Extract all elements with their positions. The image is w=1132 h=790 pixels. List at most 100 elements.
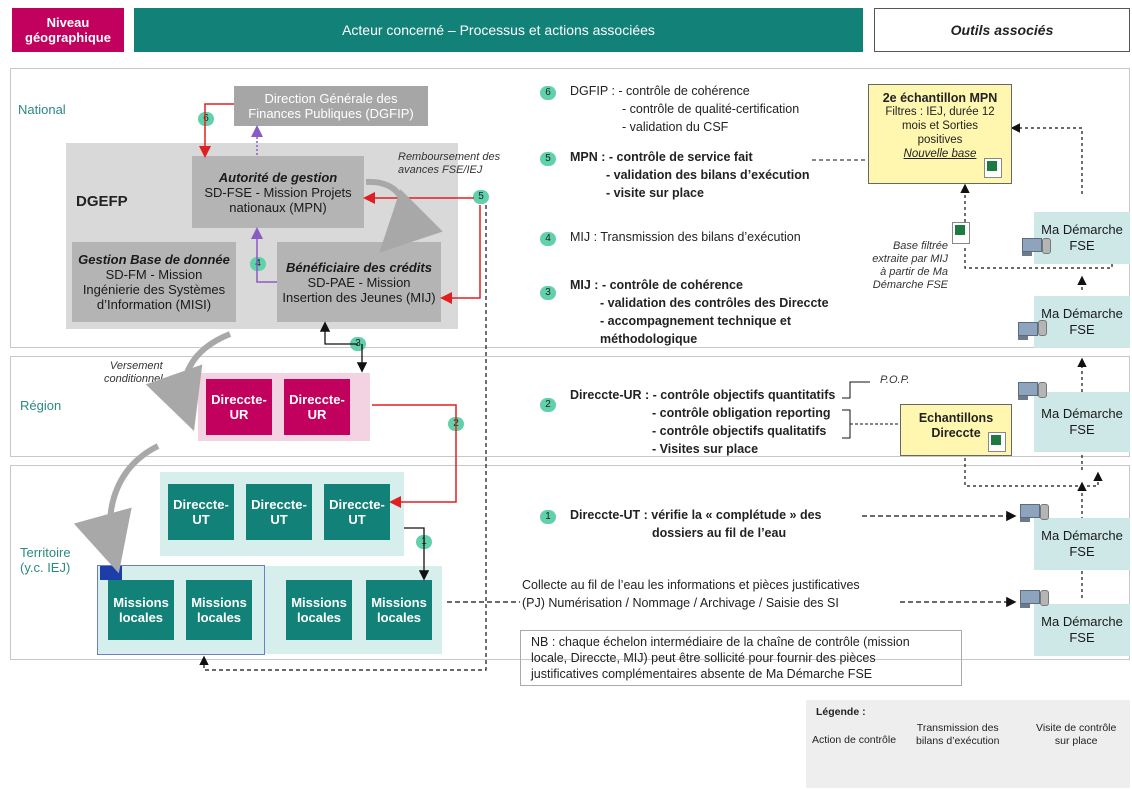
- level-region: Région: [20, 398, 62, 413]
- missions-1-label: Missions locales: [113, 595, 169, 625]
- mdf-5-label: Ma Démarche FSE: [1041, 614, 1123, 645]
- eu-flag-icon: [100, 566, 122, 580]
- step-2-line-1: Direccte-UR : - contrôle objectifs quant…: [570, 388, 836, 402]
- badge-6: 6: [540, 86, 556, 100]
- badge-2: 2: [540, 398, 556, 412]
- step-3: MIJ : - contrôle de cohérence - validati…: [570, 276, 829, 348]
- box-missions-2: Missions locales: [186, 580, 252, 640]
- computer-icon-2: [1018, 322, 1038, 340]
- gbd-sub: SD-FM - Mission Ingénierie des Systèmes …: [82, 267, 226, 312]
- step-5-line-3: - visite sur place: [606, 186, 704, 200]
- direccte-ur-2-label: Direccte- UR: [289, 392, 345, 422]
- legend-transmission: Transmission des bilans d’exécution: [916, 722, 1000, 747]
- step-2: Direccte-UR : - contrôle objectifs quant…: [570, 386, 835, 458]
- box-autorite-gestion: Autorité de gestion SD-FSE - Mission Pro…: [192, 156, 364, 228]
- step-3-line-2: - validation des contrôles des Direccte: [600, 296, 829, 310]
- level-national: National: [18, 102, 66, 117]
- step-5-line-2: - validation des bilans d’exécution: [606, 168, 810, 182]
- box-direccte-ut-3: Direccte- UT: [324, 484, 390, 540]
- badge-4-diagram: 4: [250, 257, 266, 271]
- box-dgfip: Direction Générale des Finances Publique…: [234, 86, 428, 126]
- benef-title: Bénéficiaire des crédits: [286, 259, 432, 275]
- step-6-line-2: - contrôle de qualité-certification: [622, 102, 800, 116]
- computer-icon-5: [1020, 590, 1040, 608]
- box-gestion-base: Gestion Base de donnée SD-FM - Mission I…: [72, 242, 236, 322]
- dgefp-label: DGEFP: [76, 193, 128, 210]
- step-3-line-1: MIJ : - contrôle de cohérence: [570, 278, 743, 292]
- level-territoire: Territoire (y.c. IEJ): [20, 545, 71, 575]
- annotation-base-filtree: Base filtrée extraite par MIJ à partir d…: [872, 240, 948, 291]
- box-missions-3: Missions locales: [286, 580, 352, 640]
- header-outils: Outils associés: [874, 8, 1130, 52]
- ma-demarche-fse-3[interactable]: Ma Démarche FSE: [1034, 392, 1130, 452]
- step-1-line-2: dossiers au fil de l’eau: [652, 526, 787, 540]
- badge-3-diagram: 3: [350, 337, 366, 351]
- box-dgfip-label: Direction Générale des Finances Publique…: [248, 91, 414, 121]
- direccte-ur-1-label: Direccte- UR: [211, 392, 267, 422]
- annotation-pop: P.O.P.: [880, 374, 910, 386]
- server-icon-2: [1038, 320, 1047, 336]
- echantillon-title: 2e échantillon MPN: [882, 91, 998, 105]
- mdf-3-label: Ma Démarche FSE: [1041, 406, 1123, 437]
- step-5: MPN : - contrôle de service fait - valid…: [570, 148, 810, 202]
- ma-demarche-fse-2[interactable]: Ma Démarche FSE: [1034, 296, 1130, 348]
- annotation-versement: Versement conditionnel: [104, 360, 163, 385]
- ma-demarche-fse-4[interactable]: Ma Démarche FSE: [1034, 518, 1130, 570]
- header-acteur-label: Acteur concerné – Processus et actions a…: [342, 21, 655, 38]
- mdf-2-label: Ma Démarche FSE: [1041, 306, 1123, 337]
- server-icon-5: [1040, 590, 1049, 606]
- excel-icon-2: [952, 222, 970, 244]
- header-niveau-label: Niveau géographique: [25, 15, 111, 45]
- step-5-line-1: MPN : - contrôle de service fait: [570, 150, 753, 164]
- ma-demarche-fse-1[interactable]: Ma Démarche FSE: [1034, 212, 1130, 264]
- excel-icon-1: [984, 158, 1002, 178]
- direccte-ut-2-label: Direccte- UT: [251, 497, 307, 527]
- ag-title: Autorité de gestion: [218, 169, 338, 185]
- computer-icon-3: [1018, 382, 1038, 400]
- step-1: Direccte-UT : vérifie la « complétude » …: [570, 506, 821, 542]
- step-4: MIJ : Transmission des bilans d’exécutio…: [570, 228, 801, 246]
- header-outils-label: Outils associés: [950, 21, 1054, 38]
- step-1-line-1: Direccte-UT : vérifie la « complétude » …: [570, 508, 822, 522]
- box-direccte-ut-2: Direccte- UT: [246, 484, 312, 540]
- badge-2-diagram: 2: [448, 417, 464, 431]
- box-missions-1: Missions locales: [108, 580, 174, 640]
- excel-icon-3: [988, 432, 1006, 452]
- server-icon-3: [1038, 382, 1047, 398]
- step-2-line-3: - contrôle objectifs qualitatifs: [652, 424, 827, 438]
- missions-3-label: Missions locales: [291, 595, 347, 625]
- server-icon-4: [1040, 504, 1049, 520]
- box-direccte-ur-1: Direccte- UR: [206, 379, 272, 435]
- badge-5: 5: [540, 152, 556, 166]
- step-3-line-3: - accompagnement technique et: [600, 314, 792, 328]
- step-4-line-1: MIJ : Transmission des bilans d’exécutio…: [570, 230, 801, 244]
- step-6: DGFIP : - contrôle de cohérence - contrô…: [570, 82, 799, 136]
- badge-3: 3: [540, 286, 556, 300]
- step-6-line-3: - validation du CSF: [622, 120, 729, 134]
- legend-action: Action de contrôle: [812, 734, 897, 746]
- direccte-ut-1-label: Direccte- UT: [173, 497, 229, 527]
- legend-box: Légende : Action de contrôle Transmissio…: [806, 700, 1130, 788]
- box-missions-4: Missions locales: [366, 580, 432, 640]
- step-2-line-4: - Visites sur place: [652, 442, 759, 456]
- computer-icon-1: [1022, 238, 1042, 256]
- box-direccte-ur-2: Direccte- UR: [284, 379, 350, 435]
- server-icon-1: [1042, 238, 1051, 254]
- legend-title: Légende :: [816, 706, 866, 718]
- step-2-line-2: - contrôle obligation reporting: [652, 406, 831, 420]
- annotation-remboursement: Remboursement des avances FSE/IEJ: [398, 151, 501, 176]
- missions-4-label: Missions locales: [371, 595, 427, 625]
- badge-5-diagram: 5: [473, 190, 489, 204]
- gbd-title: Gestion Base de donnée: [78, 252, 230, 267]
- badge-1-diagram: 1: [416, 535, 432, 549]
- nb-note: NB : chaque échelon intermédiaire de la …: [520, 630, 962, 686]
- box-direccte-ut-1: Direccte- UT: [168, 484, 234, 540]
- ma-demarche-fse-5[interactable]: Ma Démarche FSE: [1034, 604, 1130, 656]
- step-6-line-1: DGFIP : - contrôle de cohérence: [570, 84, 750, 98]
- echantillon-body: Filtres : IEJ, durée 12 mois et Sorties …: [885, 106, 995, 146]
- echantillons-direccte-label: Echantillons Direccte: [918, 411, 994, 440]
- band-national: [10, 68, 1130, 348]
- header-acteur: Acteur concerné – Processus et actions a…: [134, 8, 863, 52]
- computer-icon-4: [1020, 504, 1040, 522]
- legend-visite: Visite de contrôle sur place: [1036, 722, 1117, 747]
